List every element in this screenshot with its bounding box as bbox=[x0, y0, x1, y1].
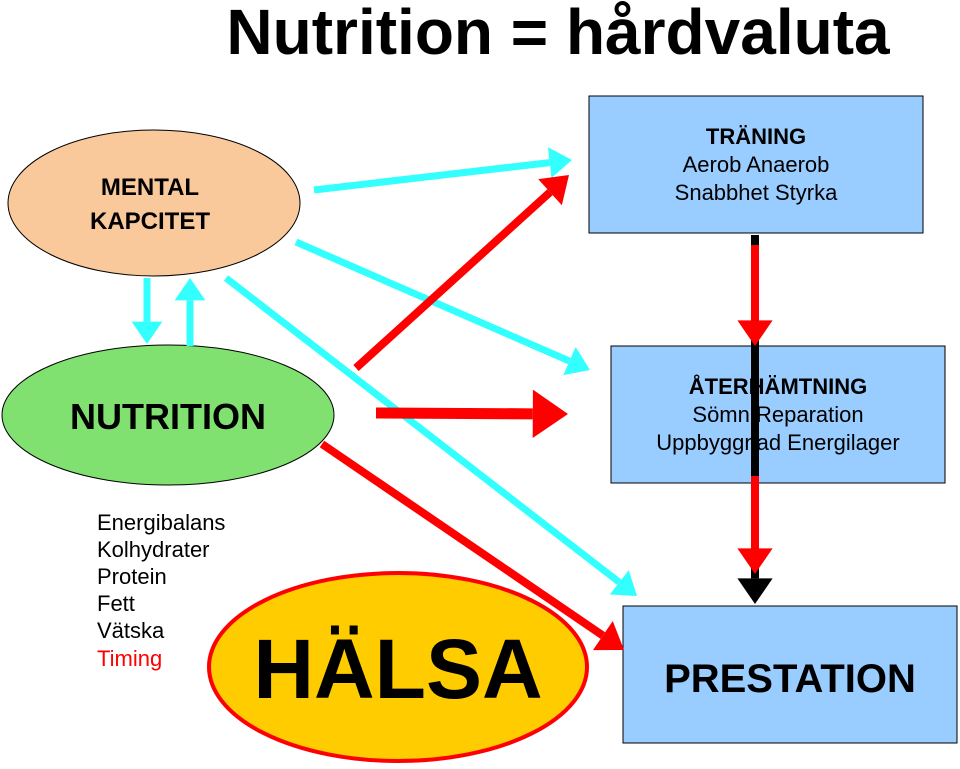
halsa-label: HÄLSA bbox=[253, 622, 542, 716]
prestation-box bbox=[622, 605, 958, 744]
arrow-nutrition-to-mental bbox=[174, 278, 206, 346]
mental-label-line2: KAPCITET bbox=[90, 208, 210, 235]
arrow-mental-to-prestation bbox=[223, 275, 637, 596]
mental-ellipse bbox=[7, 129, 301, 277]
aterhamtning-line1: Sömn Reparation bbox=[692, 402, 863, 427]
arrow-head bbox=[737, 578, 773, 604]
arrow-nutrition-to-aterhamtning bbox=[375, 389, 568, 439]
traning-box bbox=[588, 95, 924, 234]
arrow-shaft bbox=[313, 159, 551, 194]
arrow-head bbox=[174, 278, 206, 301]
aterhamtning-line2: Uppbyggnad Energilager bbox=[656, 430, 899, 455]
arrow-head bbox=[547, 147, 572, 178]
page-title: Nutrition = hårdvaluta bbox=[226, 0, 890, 68]
arrow-head bbox=[737, 320, 773, 346]
arrow-nutrition-to-traning bbox=[353, 175, 569, 371]
factor-item-timing: Timing bbox=[97, 646, 162, 671]
halsa-ellipse bbox=[207, 571, 589, 763]
factor-item: Kolhydrater bbox=[97, 537, 210, 562]
traning-title: TRÄNING bbox=[706, 124, 806, 149]
arrow-nutrition-to-prestation bbox=[319, 440, 624, 651]
factor-item: Vätska bbox=[97, 618, 165, 643]
factor-item: Fett bbox=[97, 591, 135, 616]
arrow-head bbox=[538, 175, 569, 206]
arrow-shaft bbox=[375, 407, 533, 420]
factor-item: Energibalans bbox=[97, 510, 225, 535]
nutrition-ellipse bbox=[1, 344, 335, 486]
arrow-shaft bbox=[223, 275, 622, 586]
arrow-aterhamtning-to-prestation bbox=[737, 476, 773, 574]
arrow-head bbox=[592, 621, 624, 651]
traning-line1: Aerob Anaerob bbox=[683, 152, 830, 177]
prestation-label: PRESTATION bbox=[664, 657, 916, 701]
arrow-mental-to-nutrition bbox=[131, 278, 163, 344]
aterhamtning-title: ÅTERHÄMTNING bbox=[689, 373, 867, 399]
arrow-traning-to-aterhamtning bbox=[737, 245, 773, 346]
arrow-mental-to-aterhamtning bbox=[294, 238, 590, 376]
arrow-shaft bbox=[353, 189, 553, 371]
arrow-shaft bbox=[319, 440, 606, 639]
arrows-layer bbox=[131, 147, 773, 651]
mental-label-line1: MENTAL bbox=[101, 174, 199, 201]
traning-line2: Snabbhet Styrka bbox=[675, 180, 838, 205]
arrow-head bbox=[609, 570, 637, 596]
arrow-head bbox=[563, 346, 590, 376]
factor-item: Protein bbox=[97, 564, 167, 589]
arrow-head bbox=[737, 548, 773, 574]
arrow-head bbox=[532, 389, 568, 439]
nutrition-label: NUTRITION bbox=[70, 396, 266, 437]
aterhamtning-box bbox=[610, 345, 946, 484]
arrow-mental-to-traning bbox=[313, 147, 572, 194]
arrow-head bbox=[131, 321, 163, 344]
